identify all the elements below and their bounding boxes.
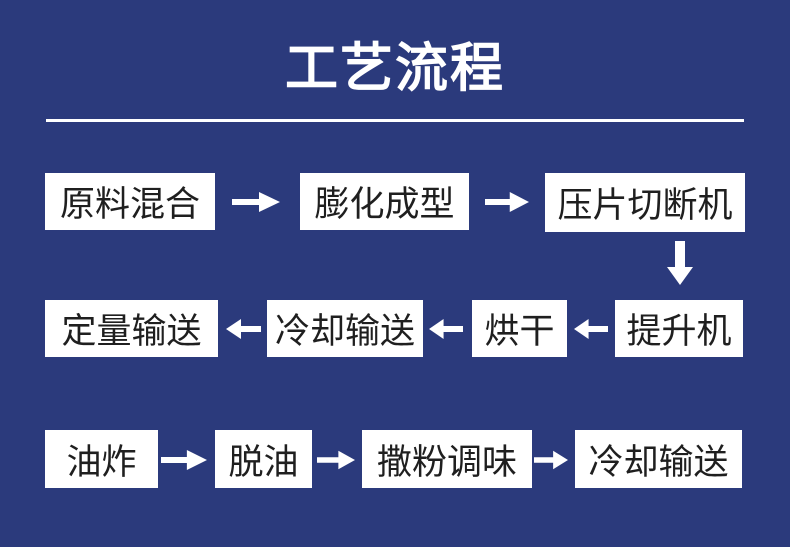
arrow-left-icon	[574, 317, 608, 341]
title-divider-line	[46, 119, 744, 122]
arrow-right-icon	[317, 448, 355, 472]
flow-step-quantitative-conveying: 定量输送	[45, 300, 218, 357]
arrow-down-icon	[666, 241, 694, 285]
arrow-right-icon	[161, 447, 207, 473]
flow-step-extrusion-forming: 膨化成型	[300, 173, 469, 230]
arrow-right-icon	[485, 189, 529, 215]
flow-step-de-oiling: 脱油	[215, 430, 312, 488]
arrow-right-icon	[534, 448, 568, 472]
flow-step-cooling-conveying-final: 冷却输送	[575, 430, 742, 488]
flow-step-sheeting-cutting-machine: 压片切断机	[545, 173, 745, 232]
arrow-left-icon	[429, 317, 463, 341]
arrow-left-icon	[226, 317, 261, 341]
flow-step-elevator: 提升机	[615, 300, 743, 357]
flow-step-drying: 烘干	[472, 300, 567, 357]
flow-step-cooling-conveying: 冷却输送	[267, 300, 423, 357]
flow-step-raw-material-mixing: 原料混合	[45, 173, 215, 230]
flow-step-powder-seasoning: 撒粉调味	[362, 430, 532, 488]
flow-step-frying: 油炸	[45, 430, 158, 488]
arrow-right-icon	[232, 189, 280, 215]
page-title: 工艺流程	[285, 39, 505, 98]
